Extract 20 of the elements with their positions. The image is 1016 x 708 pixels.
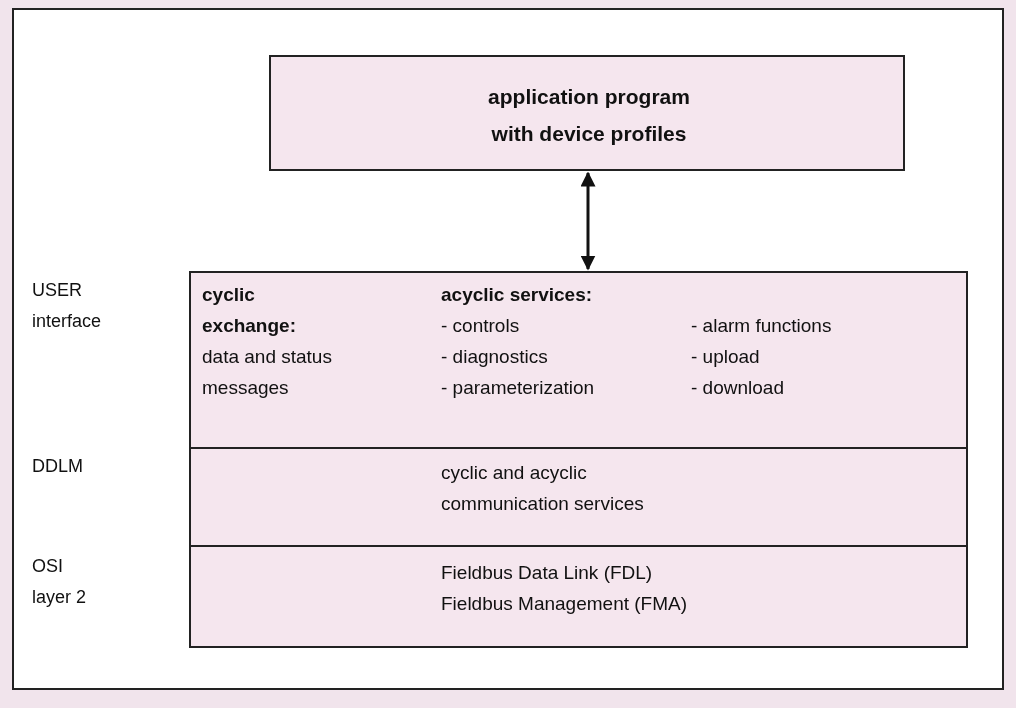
layer-label: USER interface: [32, 279, 103, 333]
heading-text: application program with device profiles: [487, 84, 691, 147]
layer-band: [189, 271, 968, 449]
double-arrow: [580, 171, 596, 271]
layer-band: [189, 545, 968, 648]
body-text: - controls: [441, 314, 521, 338]
body-text: - parameterization: [441, 376, 596, 400]
body-text: - diagnostics: [441, 345, 549, 369]
body-text: Fieldbus Data Link (FDL) Fieldbus Management (FMA): [441, 561, 689, 616]
heading-text: cyclic exchange:: [202, 283, 297, 338]
layer-label: DDLM: [32, 455, 84, 478]
layer-band: [189, 447, 968, 547]
process-box: [269, 55, 905, 171]
body-text: cyclic and acyclic communication services: [441, 461, 645, 516]
layer-label: OSI layer 2: [32, 555, 88, 609]
body-text: - download: [691, 376, 785, 400]
body-text: - upload: [691, 345, 761, 369]
heading-text: acyclic services:: [441, 283, 594, 307]
body-text: data and status messages: [202, 345, 333, 400]
body-text: - alarm functions: [691, 314, 833, 338]
